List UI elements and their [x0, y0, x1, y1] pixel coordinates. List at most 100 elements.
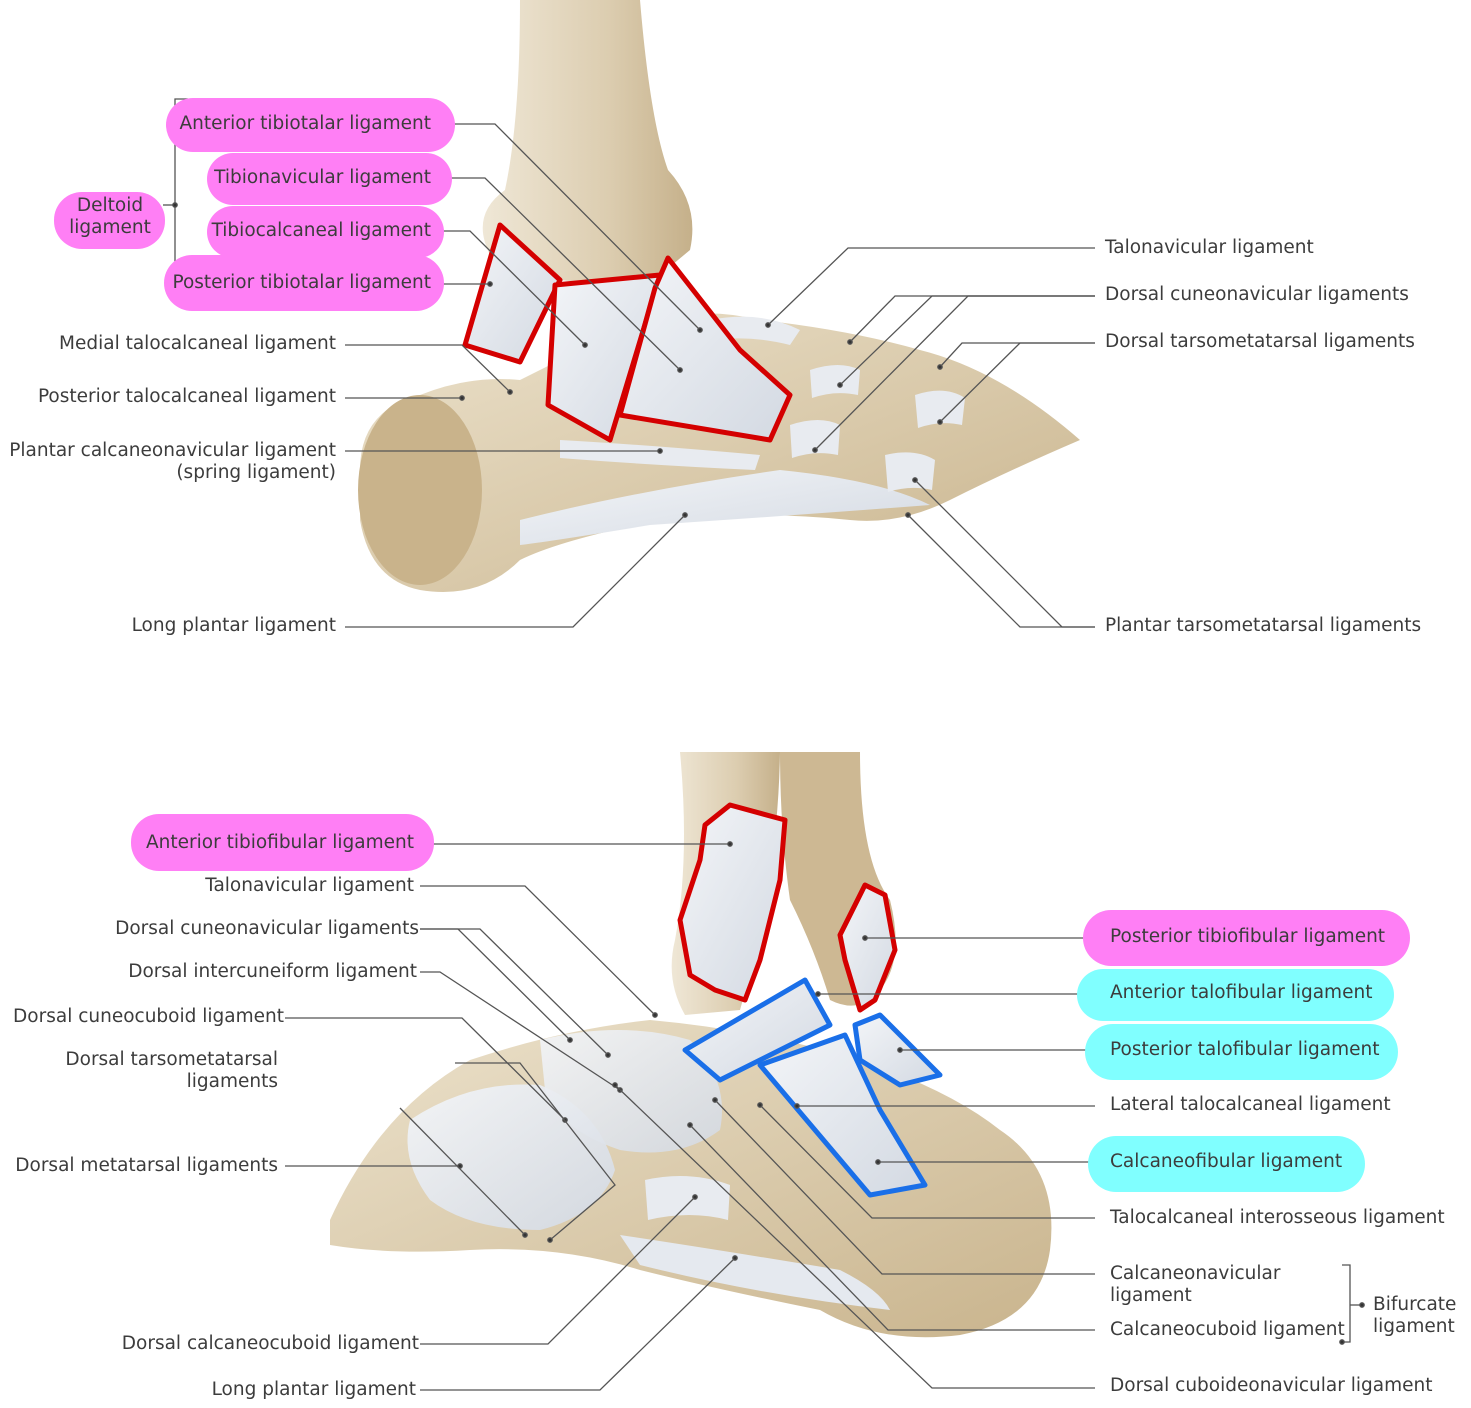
posterior-talocalcaneal-label: Posterior talocalcaneal ligament [37, 386, 336, 407]
leader-dot [652, 1012, 658, 1018]
leader-line [420, 1196, 696, 1345]
leader-lines [163, 98, 1365, 1391]
tibionavicular-highlight [207, 153, 452, 205]
leader-line [907, 514, 1095, 628]
leader-line [285, 1017, 566, 1121]
calcaneofibular-label: Calcaneofibular ligament [1110, 1151, 1343, 1172]
leader-line [614, 1084, 1095, 1389]
anterior-talofibular-label: Anterior talofibular ligament [1110, 982, 1373, 1003]
leader-dot [657, 448, 663, 454]
leader-line [438, 230, 586, 346]
medial-view [358, 0, 1080, 592]
leader-line [714, 1099, 1095, 1275]
anterior-tibiofibular-label: Anterior tibiofibular ligament [146, 832, 414, 853]
leader-dot [794, 1103, 800, 1109]
long-plantar-label-medial: Long plantar ligament [131, 615, 336, 636]
leader-line [1342, 1264, 1351, 1343]
dorsal-cuboideonavicular-label: Dorsal cuboideonavicular ligament [1110, 1375, 1433, 1396]
posterior-tibiofibular-ligament-outline [837, 882, 898, 1013]
leader-line [345, 514, 686, 628]
dorsal-cuneocuboid-label: Dorsal cuneocuboid ligament [13, 1006, 284, 1027]
leader-line [939, 342, 1095, 368]
bifurcate-ligament-label: Bifurcate ligament [1373, 1294, 1457, 1338]
spring-ligament-band [560, 440, 760, 470]
talonavicular-label-lateral: Talonavicular ligament [205, 875, 414, 896]
leader-line [759, 1104, 1095, 1219]
calcaneus [358, 395, 482, 585]
leader-dot [837, 382, 843, 388]
dorsal-cuneonavicular-band-1 [810, 365, 860, 398]
talocalcaneal-interosseous-label: Talocalcaneal interosseous ligament [1110, 1207, 1445, 1228]
leader-dot [605, 1052, 611, 1058]
plantar-tarsometatarsal-label: Plantar tarsometatarsal ligaments [1105, 615, 1422, 636]
leader-dot [547, 1237, 553, 1243]
leader-dot [697, 327, 703, 333]
leader-dot [612, 1082, 618, 1088]
deltoid-ligament-outline [462, 222, 793, 443]
dorsal-calcaneocuboid-label: Dorsal calcaneocuboid ligament [121, 1333, 419, 1354]
leader-dot [815, 991, 821, 997]
leader-dot [875, 1159, 881, 1165]
calcaneocuboid-band [645, 1176, 730, 1220]
leader-dot [172, 202, 178, 208]
dorsal-metatarsal-label: Dorsal metatarsal ligaments [15, 1155, 278, 1176]
dorsal-tarsal-mesh [540, 1030, 722, 1153]
leader-dot [692, 1194, 698, 1200]
leader-line [440, 123, 701, 331]
leader-line [420, 885, 656, 1016]
anterior-tibiotalar-label: Anterior tibiotalar ligament [179, 113, 431, 134]
deltoid-ligament-label: Deltoid ligament [69, 195, 151, 239]
posterior-talofibular-highlight [1085, 1024, 1398, 1080]
long-plantar-ligament-band [520, 470, 930, 545]
leader-dot [732, 1255, 738, 1261]
lateral-view [330, 752, 1052, 1338]
leader-line [849, 295, 1095, 343]
leader-dot [905, 512, 911, 518]
leader-line [420, 928, 571, 1041]
leader-dot [727, 841, 733, 847]
leader-dot [677, 367, 683, 373]
leader-dot [897, 1047, 903, 1053]
tibionavicular-label: Tibionavicular ligament [214, 167, 431, 188]
dorsal-tarsometatarsal-label-medial: Dorsal tarsometatarsal ligaments [1105, 331, 1415, 352]
leader-line [420, 928, 609, 1056]
leader-dot [812, 447, 818, 453]
leader-line [767, 247, 1095, 326]
calcaneocuboid-label: Calcaneocuboid ligament [1110, 1319, 1345, 1340]
talonavicular-label-medial: Talonavicular ligament [1105, 237, 1314, 258]
dorsal-tarsometatarsal-band-1 [915, 390, 965, 428]
dorsal-cuneonavicular-band-2 [790, 420, 840, 458]
leader-line [420, 1257, 736, 1391]
dorsal-tarsometatarsal-band-2 [885, 452, 935, 492]
posterior-tibiofibular-label: Posterior tibiofibular ligament [1110, 926, 1386, 947]
leader-dot [582, 342, 588, 348]
calcaneonavicular-label: Calcaneonavicular ligament [1110, 1263, 1281, 1307]
leader-dot [682, 512, 688, 518]
posterior-tibiotalar-highlight [164, 255, 444, 311]
anterior-talofibular-highlight [1077, 969, 1394, 1021]
leader-dot [687, 1122, 693, 1128]
leader-dot [1339, 1339, 1345, 1345]
leader-dot [912, 477, 918, 483]
leader-dot [507, 389, 513, 395]
leader-line [345, 344, 511, 393]
leader-line [420, 971, 621, 1091]
leader-line [399, 1107, 526, 1236]
tibiocalcaneal-highlight [207, 206, 444, 258]
anterior-talofibular-ligament-outline [682, 977, 833, 1083]
tibia-bone [482, 0, 693, 282]
medial-talocalcaneal-label: Medial talocalcaneal ligament [59, 333, 336, 354]
leader-line [455, 1062, 616, 1241]
leader-dot [757, 1102, 763, 1108]
posterior-talofibular-label: Posterior talofibular ligament [1110, 1039, 1380, 1060]
calcaneofibular-highlight [1088, 1136, 1365, 1192]
leader-dot [712, 1097, 718, 1103]
leader-line [689, 1124, 1095, 1331]
long-plantar-label-lateral: Long plantar ligament [211, 1379, 416, 1400]
tibiocalcaneal-label: Tibiocalcaneal ligament [211, 220, 431, 241]
spring-ligament-label: Plantar calcaneonavicular ligament (spri… [9, 440, 336, 484]
leader-dot [487, 281, 493, 287]
leader-dot [765, 322, 771, 328]
anterior-tibiofibular-ligament-outline [677, 802, 788, 1003]
